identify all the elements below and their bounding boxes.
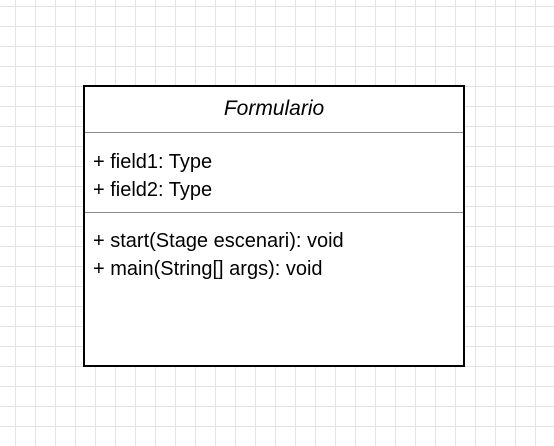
attribute-item[interactable]: + field2: Type — [93, 179, 213, 201]
class-name[interactable]: Formulario — [223, 96, 325, 120]
uml-class-box[interactable]: Formulario + field1: Type + field2: Type… — [83, 85, 465, 367]
operation-item[interactable]: + start(Stage escenari): void — [93, 230, 344, 252]
attribute-item[interactable]: + field1: Type — [93, 151, 213, 173]
operation-item[interactable]: + main(String[] args): void — [93, 258, 323, 280]
attributes-section: + field1: Type + field2: Type — [85, 133, 463, 213]
uml-class-header: Formulario — [85, 87, 463, 133]
operations-section: + start(Stage escenari): void + main(Str… — [85, 213, 463, 283]
